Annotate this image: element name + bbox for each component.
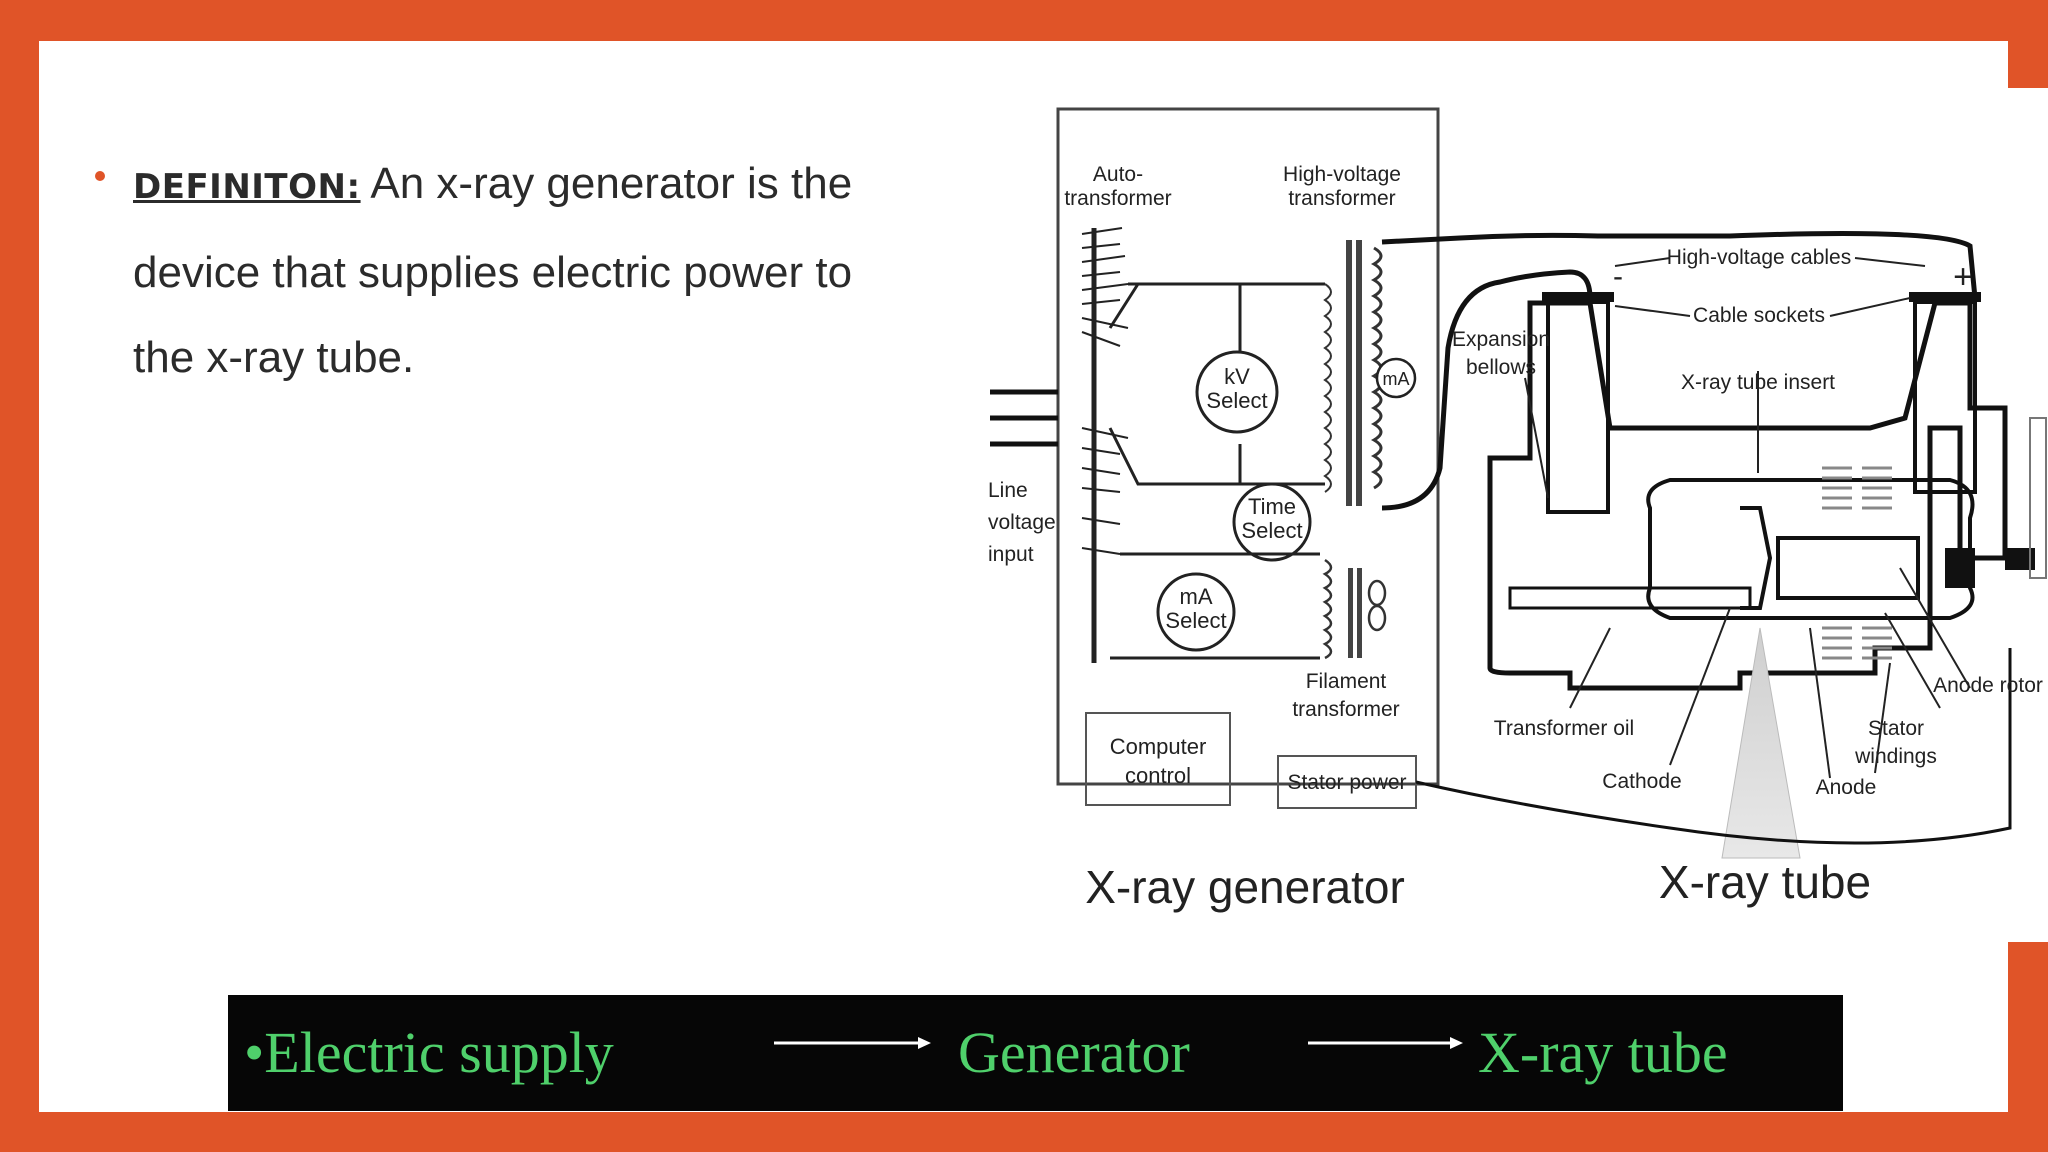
callout-lines (1524, 257, 1971, 779)
cable-sockets-label: Cable sockets (1693, 304, 1825, 327)
ma-meter (1375, 357, 1417, 399)
line-input-wires (990, 389, 1058, 447)
xray-beam (1721, 627, 1801, 859)
computer-control-box (1085, 712, 1231, 806)
definition-label: DEFINITON: (133, 167, 361, 207)
flow-step-xray-tube: X-ray tube (1478, 1020, 1728, 1085)
caption-xray-generator: X-ray generator (1085, 861, 1405, 913)
hv-transformer-core (1346, 240, 1352, 506)
hv-cable-negative (1381, 269, 1593, 511)
slide-canvas: DEFINITON: An x-ray generator is the dev… (39, 41, 2048, 1112)
positive-terminal-label: + (1953, 258, 1973, 296)
filament-primary-coil (1322, 558, 1333, 660)
anode-label: Anode (1816, 776, 1877, 799)
time-select-label-2: Select (1241, 518, 1302, 543)
hv-cable-positive (1381, 231, 1978, 299)
expansion-bellows-label-2: bellows (1466, 356, 1536, 379)
xray-diagram: kV Select Time Select mA mA Select (970, 88, 2048, 942)
cable-socket-positive (1913, 300, 1977, 494)
filament-transformer-core (1348, 568, 1353, 658)
definition-text: An x-ray generator is the device that su… (133, 159, 853, 382)
line-voltage-label-2: voltage (988, 511, 1056, 534)
definition-paragraph: DEFINITON: An x-ray generator is the dev… (133, 141, 915, 400)
time-select-label-1: Time (1248, 494, 1296, 519)
flow-step-electric-supply: •Electric supply (244, 1020, 614, 1085)
hv-primary-coil (1323, 283, 1332, 493)
bullet-dot-icon (95, 171, 105, 181)
flow-banner-svg: •Electric supply Generator X-ray tube (244, 1020, 1728, 1085)
kv-select-label-1: kV (1224, 364, 1250, 389)
anode-rotor-label: Anode rotor (1933, 674, 2043, 697)
kv-select-label-2: Select (1206, 388, 1267, 413)
rotor (1776, 536, 1920, 600)
computer-control-label-2: control (1125, 763, 1191, 788)
flow-banner: •Electric supply Generator X-ray tube (228, 995, 1843, 1111)
stator-windings (1822, 466, 1892, 660)
xray-diagram-svg: kV Select Time Select mA mA Select (988, 107, 2047, 913)
caption-xray-tube: X-ray tube (1659, 856, 1871, 908)
kv-select-dial (1195, 350, 1279, 434)
autotransformer-taps (1081, 227, 1129, 555)
ma-select-label-1: mA (1180, 584, 1213, 609)
cathode-label: Cathode (1602, 770, 1681, 793)
autotransformer-label-1: Auto- (1093, 163, 1143, 186)
time-select-dial (1232, 482, 1312, 562)
negative-terminal-label: - (1613, 260, 1623, 293)
cathode-stem (1508, 586, 1752, 610)
stator-power-label: Stator power (1287, 771, 1406, 794)
ma-select-label-2: Select (1165, 608, 1226, 633)
anode-disc (1740, 506, 1773, 610)
hv-cables-label: High-voltage cables (1667, 246, 1851, 269)
filament-label-1: Filament (1306, 670, 1387, 693)
hv-transformer-label-1: High-voltage (1283, 163, 1401, 186)
stator-windings-label-1: Stator (1868, 717, 1924, 740)
cable-socket-negative (1546, 300, 1610, 514)
definition-block: DEFINITON: An x-ray generator is the dev… (95, 141, 915, 400)
tube-insert-label: X-ray tube insert (1681, 371, 1835, 394)
line-voltage-label-3: input (988, 543, 1034, 566)
filament-label-2: transformer (1292, 698, 1399, 721)
tube-housing (1487, 300, 2008, 691)
stator-windings-label-2: windings (1854, 745, 1937, 768)
ma-meter-label: mA (1383, 369, 1410, 389)
transformer-oil-label: Transformer oil (1494, 717, 1634, 740)
flow-step-generator: Generator (958, 1020, 1190, 1085)
autotransformer-label-2: transformer (1064, 187, 1171, 210)
hv-transformer-label-2: transformer (1288, 187, 1395, 210)
line-voltage-label-1: Line (988, 479, 1028, 502)
ma-select-dial (1156, 572, 1236, 652)
expansion-bellows-label-1: Expansion (1452, 328, 1550, 351)
stator-power-wire (1415, 648, 2012, 845)
computer-control-label-1: Computer (1110, 734, 1207, 759)
